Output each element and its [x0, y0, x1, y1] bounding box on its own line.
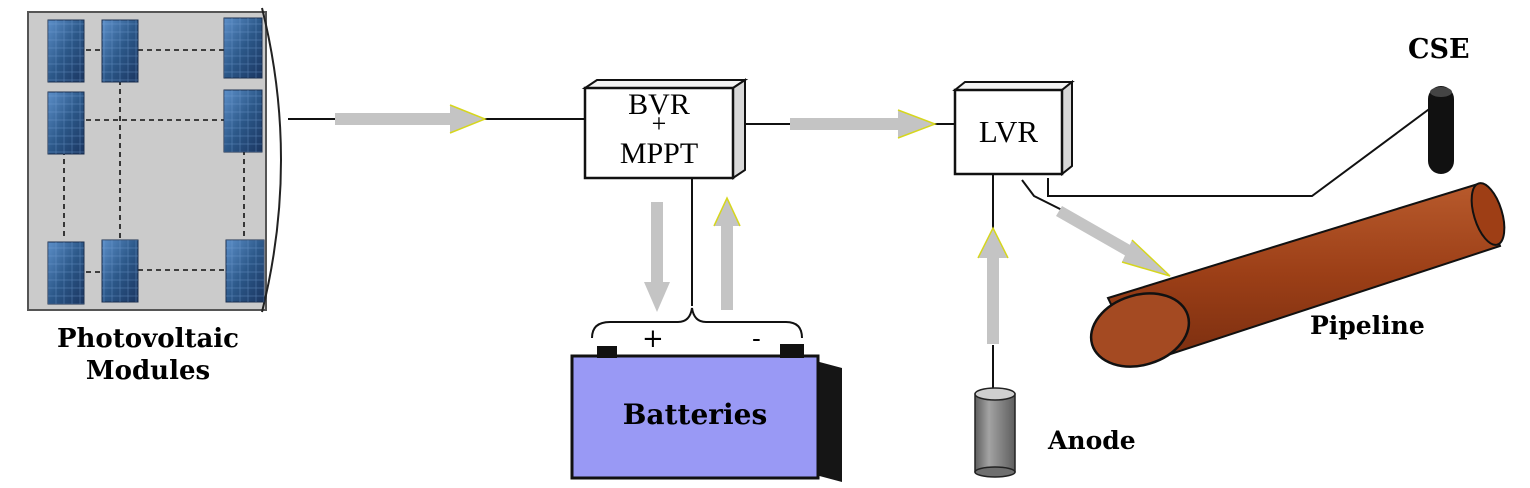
bvr-mppt-box	[581, 78, 749, 180]
anode-label: Anode	[1048, 426, 1136, 455]
mppt-label: MPPT	[619, 137, 699, 170]
arrow-anode-to-lvr	[977, 226, 1009, 344]
lvr-label: LVR	[978, 114, 1039, 149]
pipeline	[1089, 182, 1506, 368]
arrow-lvr-to-pipeline	[1056, 206, 1171, 277]
solar-cell	[47, 19, 85, 83]
pipeline-label: Pipeline	[1310, 311, 1425, 340]
arrow-bvr-to-lvr	[790, 109, 938, 139]
battery-minus-label: -	[752, 324, 761, 354]
cse-label: CSE	[1408, 34, 1470, 65]
arrow-discharge-battery	[713, 196, 741, 310]
bvr-plus-label: +	[651, 109, 667, 138]
batteries-label: Batteries	[622, 398, 768, 431]
pv-array	[27, 7, 282, 313]
battery-positive-terminal	[597, 346, 617, 358]
solar-cell	[101, 239, 139, 303]
bvr-label: BVR	[628, 88, 690, 121]
battery-negative-terminal	[780, 344, 804, 358]
current-arrows	[335, 104, 1171, 344]
anode	[974, 387, 1016, 478]
solar-cell	[225, 239, 265, 303]
pv-interconnects	[63, 49, 245, 273]
cse-electrode	[1428, 86, 1454, 174]
solar-cells	[47, 17, 265, 305]
solar-cell	[223, 17, 263, 79]
battery	[570, 307, 842, 482]
wires	[288, 103, 1437, 392]
solar-cell	[47, 241, 85, 305]
pv-modules-label-line2: Modules	[85, 356, 211, 386]
wire-lvr-cse	[1047, 103, 1437, 197]
solar-cell	[101, 19, 139, 83]
pv-modules-label-line1: Photovoltaic	[56, 324, 240, 354]
battery-body	[570, 354, 820, 480]
arrow-charge-battery	[644, 202, 670, 312]
wire-lvr-pipeline	[1021, 179, 1063, 211]
battery-terminal-brace	[591, 307, 803, 339]
solar-cell	[223, 89, 263, 153]
pv-output-brace	[261, 7, 282, 313]
battery-plus-label: +	[642, 324, 664, 354]
lvr-box	[952, 79, 1075, 177]
solar-cell	[47, 91, 85, 155]
arrow-pv-to-bvr	[335, 104, 488, 134]
